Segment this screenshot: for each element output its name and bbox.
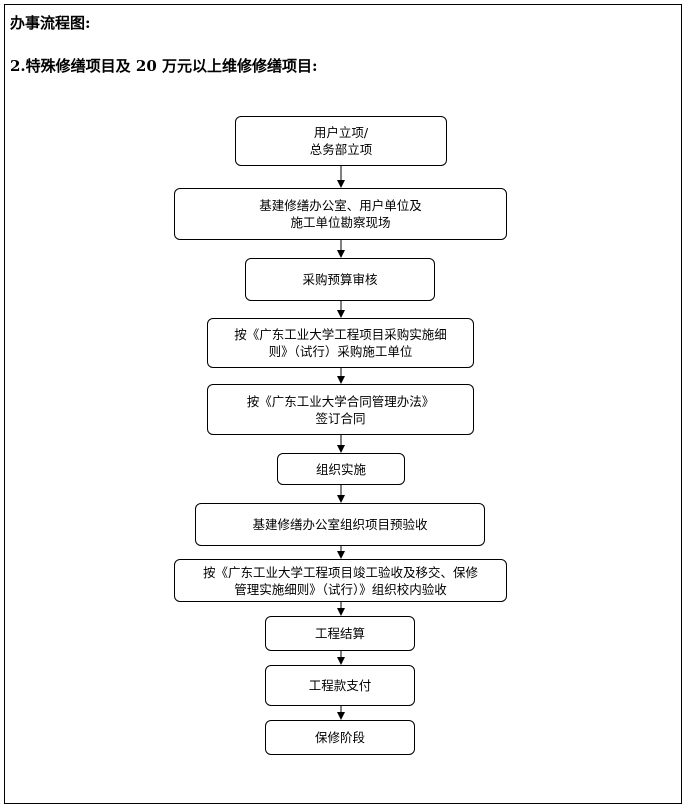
step-implementation: 组织实施: [277, 453, 405, 485]
step-project-initiation: 用户立项/总务部立项: [235, 116, 447, 166]
step-pre-acceptance: 基建修缮办公室组织项目预验收: [195, 503, 485, 546]
step-site-survey: 基建修缮办公室、用户单位及施工单位勘察现场: [174, 188, 507, 240]
section-title: 2.特殊修缮项目及 20 万元以上维修修缮项目:: [10, 57, 318, 75]
step-procure-contractor: 按《广东工业大学工程项目采购实施细则》（试行）采购施工单位: [207, 318, 474, 368]
step-settlement: 工程结算: [265, 616, 415, 651]
step-warranty: 保修阶段: [265, 720, 415, 755]
step-payment: 工程款支付: [265, 665, 415, 706]
step-sign-contract: 按《广东工业大学合同管理办法》签订合同: [207, 384, 474, 435]
step-campus-acceptance: 按《广东工业大学工程项目竣工验收及移交、保修管理实施细则》（试行）》组织校内验收: [174, 559, 507, 602]
page-title: 办事流程图:: [10, 14, 91, 32]
step-budget-review: 采购预算审核: [245, 258, 435, 301]
